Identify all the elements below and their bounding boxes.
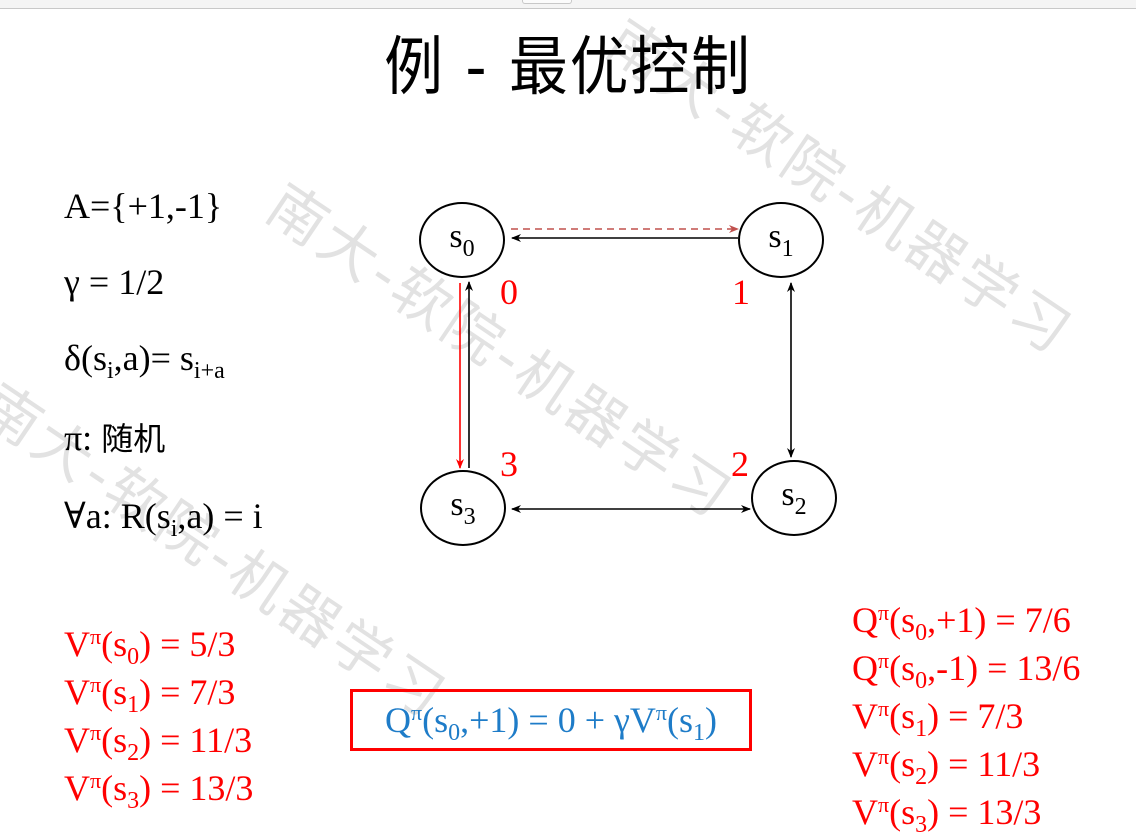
eq-close: ) = 5/3: [139, 624, 236, 664]
eq-close: ) = 11/3: [139, 720, 253, 760]
eq-mid: ,+1) = 0 + γV: [460, 700, 656, 740]
reward-label-s0: 0: [500, 272, 518, 312]
eq-fn: V: [852, 696, 878, 736]
value-s3: Vπ(s3) = 13/3: [64, 764, 254, 814]
node-label: s: [450, 486, 464, 523]
reward-definition: ∀a: R(si,a) = i: [64, 496, 263, 541]
gamma-definition: γ = 1/2: [64, 262, 165, 302]
eq-sup: π: [655, 700, 668, 725]
eq-open: (s: [889, 600, 916, 640]
value-s1: Vπ(s1) = 7/3: [64, 668, 236, 718]
reward-sub: i: [170, 516, 178, 542]
eq-fn: Q: [852, 600, 878, 640]
value-right-s2: Vπ(s2) = 11/3: [852, 740, 1041, 790]
eq-fn: V: [64, 672, 90, 712]
window-top-bar: [0, 0, 1136, 9]
q-value-s0-minus: Qπ(s0,-1) = 13/6: [852, 644, 1081, 694]
eq-fn: V: [852, 744, 878, 784]
eq-sub: 1: [693, 720, 706, 746]
state-node-s3: s3: [420, 470, 506, 546]
node-label: s: [781, 476, 795, 513]
eq-open: (s: [422, 700, 449, 740]
transition-mid: ,a)= s: [113, 338, 194, 378]
q-value-s0-plus: Qπ(s0,+1) = 7/6: [852, 596, 1071, 646]
value-s0: Vπ(s0) = 5/3: [64, 620, 236, 670]
reward-prefix: ∀a: R(s: [64, 496, 171, 536]
eq-close: ,-1) = 13/6: [927, 648, 1081, 688]
eq-sup: π: [90, 720, 102, 745]
eq-sup: π: [90, 768, 102, 793]
node-sub: 2: [794, 494, 807, 520]
actions-definition: A={+1,-1}: [64, 186, 223, 226]
eq-open: (s: [101, 720, 128, 760]
eq-fn: Q: [852, 648, 878, 688]
reward-label-s1: 1: [732, 272, 750, 312]
eq-sub: 0: [127, 644, 140, 670]
policy-definition: π: 随机: [64, 418, 165, 459]
transition-prefix: δ(s: [64, 338, 107, 378]
eq-open: (s: [889, 696, 916, 736]
transition-sub-next: i+a: [193, 358, 225, 384]
eq-close: ) = 11/3: [927, 744, 1041, 784]
node-label: s: [768, 218, 782, 255]
eq-close: ): [705, 700, 718, 740]
eq-fn: V: [64, 624, 90, 664]
q-formula-box: Qπ(s0,+1) = 0 + γVπ(s1): [350, 689, 752, 751]
eq-sup: π: [878, 648, 890, 673]
eq-open: (s: [101, 672, 128, 712]
eq-sub: 3: [915, 812, 928, 838]
node-sub: 1: [781, 236, 794, 262]
eq-sup: π: [90, 672, 102, 697]
eq-sup: π: [878, 744, 890, 769]
eq-fn: Q: [384, 700, 411, 740]
state-node-s1: s1: [738, 202, 824, 278]
eq-fn: V: [64, 768, 90, 808]
value-s2: Vπ(s2) = 11/3: [64, 716, 253, 766]
eq-fn: V: [64, 720, 90, 760]
node-sub: 0: [462, 236, 475, 262]
eq-fn: V: [852, 792, 878, 832]
eq-close: ) = 7/3: [927, 696, 1024, 736]
eq-close: ,+1) = 7/6: [927, 600, 1071, 640]
eq-sub: 2: [915, 764, 928, 790]
eq-sup: π: [878, 696, 890, 721]
eq-sub: 3: [127, 788, 140, 814]
slide-title: 例 - 最优控制: [384, 31, 752, 105]
reward-label-s3: 3: [500, 444, 518, 484]
eq-sub: 1: [127, 692, 140, 718]
value-right-s3: Vπ(s3) = 13/3: [852, 788, 1042, 838]
reward-suffix: ,a) = i: [177, 496, 263, 536]
state-node-s0: s0: [419, 202, 505, 278]
eq-open: (s: [101, 768, 128, 808]
eq-close: ) = 7/3: [139, 672, 236, 712]
eq-open: (s: [889, 792, 916, 832]
value-right-s1: Vπ(s1) = 7/3: [852, 692, 1024, 742]
eq-sup: π: [878, 792, 890, 817]
eq-sub: 2: [127, 740, 140, 766]
eq-sub: 0: [448, 720, 461, 746]
state-node-s2: s2: [751, 460, 837, 536]
eq-sup: π: [90, 624, 102, 649]
transition-definition: δ(si,a)= si+a: [64, 338, 225, 383]
eq-open: (s: [667, 700, 694, 740]
node-sub: 3: [463, 504, 476, 530]
top-bar-handle[interactable]: [522, 0, 572, 4]
eq-open: (s: [889, 744, 916, 784]
eq-open: (s: [101, 624, 128, 664]
eq-close: ) = 13/3: [927, 792, 1042, 832]
eq-sub: 0: [915, 620, 928, 646]
eq-sup: π: [410, 700, 423, 725]
reward-label-s2: 2: [731, 444, 749, 484]
policy-value: 随机: [101, 420, 166, 458]
transition-sub: i: [106, 358, 114, 384]
eq-open: (s: [889, 648, 916, 688]
eq-close: ) = 13/3: [139, 768, 254, 808]
eq-sub: 1: [915, 716, 928, 742]
eq-sup: π: [878, 600, 890, 625]
node-label: s: [449, 218, 463, 255]
policy-symbol: π:: [64, 418, 93, 458]
eq-sub: 0: [915, 668, 928, 694]
